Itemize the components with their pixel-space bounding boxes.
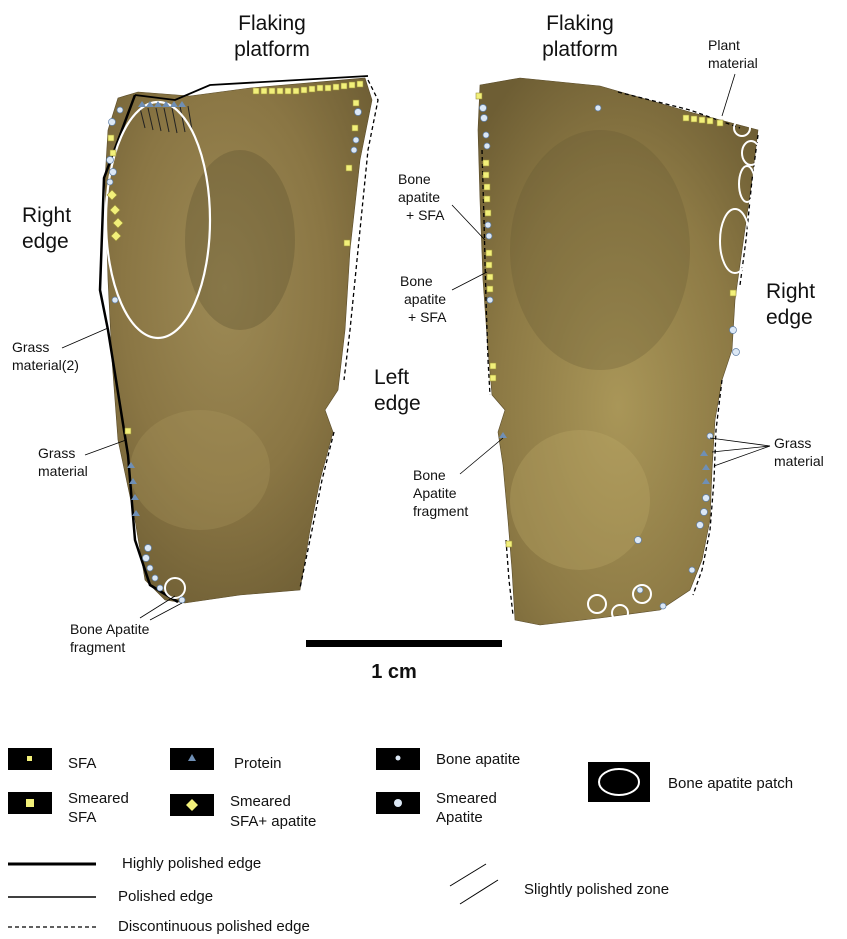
right-right-edge-line1: Right	[766, 280, 815, 303]
right-specimen	[476, 78, 760, 625]
right-bone-sfa2-leader	[452, 272, 487, 290]
slightly-polished-zone-symbol-2	[460, 880, 498, 904]
right-bone-fragment-line1: Bone	[413, 467, 446, 483]
right-bone-sfa1-line1: Bone	[398, 171, 431, 187]
right-plant-line2: material	[708, 55, 758, 71]
left-left-edge-line2: edge	[374, 392, 421, 415]
left-flaking-platform-line2: platform	[234, 38, 310, 61]
legend: SFA Protein Bone apatite Bone apatite pa…	[8, 748, 793, 935]
smeared-sfa-symbol	[26, 799, 34, 807]
legend-item-discontinuous-edge: Discontinuous polished edge	[8, 918, 310, 935]
legend-label-smeared-apatite-1: Smeared	[436, 790, 497, 807]
left-grass-line1: Grass	[38, 445, 75, 461]
legend-label-polished: Polished edge	[118, 888, 213, 905]
legend-label-highly-polished: Highly polished edge	[122, 855, 261, 872]
legend-label-smeared-sfa-apatite-1: Smeared	[230, 793, 291, 810]
left-grass2-line1: Grass	[12, 339, 49, 355]
right-grass-leader-1	[710, 438, 770, 446]
left-specimen	[100, 76, 378, 603]
legend-item-bone-apatite-patch: Bone apatite patch	[588, 762, 793, 802]
left-bone-fragment-line2: fragment	[70, 639, 125, 655]
scale-bar-line	[306, 640, 502, 647]
sfa-symbol	[27, 756, 32, 761]
legend-item-sfa: SFA	[8, 748, 96, 772]
right-grass-line1: Grass	[774, 435, 811, 451]
legend-label-slightly-polished: Slightly polished zone	[524, 881, 669, 898]
right-bone-sfa1-leader	[452, 205, 485, 240]
right-plant-leader	[722, 74, 735, 116]
left-bone-fragment-leader-1	[140, 596, 175, 618]
right-bone-sfa1-line2: apatite	[398, 189, 440, 205]
right-flaking-platform-line1: Flaking	[546, 12, 614, 35]
legend-label-smeared-apatite-2: Apatite	[436, 809, 483, 826]
legend-label-protein: Protein	[234, 755, 282, 772]
right-bone-sfa2-line2: apatite	[404, 291, 446, 307]
legend-item-slightly-polished-zone: Slightly polished zone	[450, 864, 669, 904]
scale-bar: 1 cm	[306, 640, 502, 683]
legend-label-bone-apatite-patch: Bone apatite patch	[668, 775, 793, 792]
right-grass-line2: material	[774, 453, 824, 469]
legend-label-smeared-sfa-2: SFA	[68, 809, 96, 826]
left-grass-line2: material	[38, 463, 88, 479]
right-specimen-shade	[510, 130, 690, 370]
right-bone-sfa2-line3: + SFA	[408, 309, 447, 325]
smeared-apatite-symbol	[394, 799, 402, 807]
legend-item-bone-apatite: Bone apatite	[376, 748, 520, 770]
left-right-edge-line2: edge	[22, 230, 69, 253]
legend-item-protein: Protein	[170, 748, 282, 772]
slightly-polished-zone-symbol-1	[450, 864, 486, 886]
legend-item-smeared-sfa: Smeared SFA	[8, 790, 129, 826]
right-bone-fragment-line3: fragment	[413, 503, 468, 519]
legend-label-smeared-sfa-apatite-2: SFA+ apatite	[230, 813, 316, 830]
legend-label-sfa: SFA	[68, 755, 96, 772]
right-bone-sfa1-line3: + SFA	[406, 207, 445, 223]
legend-item-smeared-apatite: Smeared Apatite	[376, 790, 497, 826]
left-grass2-line2: material(2)	[12, 357, 79, 373]
legend-label-bone-apatite: Bone apatite	[436, 751, 520, 768]
left-grass2-leader	[62, 328, 108, 348]
left-flaking-platform-line1: Flaking	[238, 12, 306, 35]
scale-bar-label: 1 cm	[371, 661, 417, 683]
right-right-edge-line2: edge	[766, 306, 813, 329]
legend-item-polished-edge: Polished edge	[8, 888, 213, 905]
left-specimen-highlight	[130, 410, 270, 530]
bone-apatite-symbol	[396, 756, 401, 761]
left-left-edge-line1: Left	[374, 366, 409, 389]
right-plant-line1: Plant	[708, 37, 740, 53]
legend-label-smeared-sfa-1: Smeared	[68, 790, 129, 807]
left-specimen-shade	[185, 150, 295, 330]
right-bone-fragment-leader	[460, 438, 503, 474]
right-bone-fragment-line2: Apatite	[413, 485, 457, 501]
left-bone-fragment-line1: Bone Apatite	[70, 621, 150, 637]
right-specimen-highlight	[510, 430, 650, 570]
legend-item-smeared-sfa-apatite: Smeared SFA+ apatite	[170, 793, 316, 830]
left-right-edge-line1: Right	[22, 204, 71, 227]
legend-item-highly-polished-edge: Highly polished edge	[8, 855, 261, 872]
left-bone-fragment-leader-2	[150, 603, 182, 620]
right-flaking-platform-line2: platform	[542, 38, 618, 61]
legend-label-discontinuous: Discontinuous polished edge	[118, 918, 310, 935]
right-bone-sfa2-line1: Bone	[400, 273, 433, 289]
